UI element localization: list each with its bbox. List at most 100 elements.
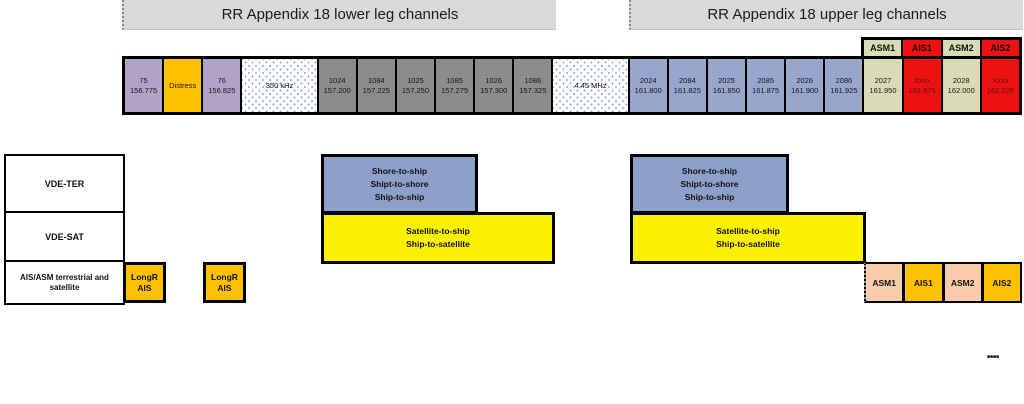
channel-number: 2026 xyxy=(796,76,814,85)
channel-number: 2085 xyxy=(757,76,774,85)
channel-frequency: 157.225 xyxy=(362,85,390,95)
channel-number: Xxxx xyxy=(913,76,931,85)
channel-distress: Distress xyxy=(164,59,202,112)
long-range-ais-box-1: LongR AIS xyxy=(123,262,166,303)
channel-number: 1086 xyxy=(524,76,542,85)
usage-asm2: ASM2 xyxy=(944,264,981,301)
usage-ais2: AIS2 xyxy=(983,264,1020,301)
channel-2086: 2086 161.925 xyxy=(825,59,863,112)
illegible-fine-print: ■■■■ xyxy=(987,354,1000,360)
channel-2085: 2085 161.875 xyxy=(747,59,785,112)
terrestrial-links-upper: Shore-to-ship Shipt-to-shore Ship-to-shi… xyxy=(630,154,789,214)
longr-line1: LongR xyxy=(131,271,158,282)
channel-number: 1025 xyxy=(407,76,424,85)
channel-frequency: 162.025 xyxy=(986,85,1014,95)
longr-line2: AIS xyxy=(137,282,152,293)
channel-number: 2025 xyxy=(718,76,735,85)
legend-ais-asm-label: AIS/ASM terrestrial and satellite xyxy=(20,272,109,292)
channel-number: 2024 xyxy=(639,76,657,85)
channel-number: Distress xyxy=(169,80,197,90)
header-ais2: AIS2 xyxy=(981,40,1019,56)
link-line: Satellite-to-ship xyxy=(716,226,780,236)
channel-frequency: 161.875 xyxy=(752,85,780,95)
channel-2027-asm1: 2027 161.950 xyxy=(864,59,902,112)
link-line: Shipt-to-shore xyxy=(680,178,739,189)
channel-2084: 2084 161.825 xyxy=(668,59,706,112)
channel-ais2: Xxxx 162.025 xyxy=(981,59,1019,112)
channel-frequency: 161.950 xyxy=(869,85,897,95)
channel-2026: 2026 161.900 xyxy=(786,59,824,112)
channel-number: 1026 xyxy=(485,76,503,85)
channel-number: 1084 xyxy=(367,76,385,85)
longr-line1: LongR xyxy=(211,271,238,282)
channel-number: 2028 xyxy=(952,76,970,85)
channel-frequency: 157.325 xyxy=(519,85,547,95)
channel-1026: 1026 157.300 xyxy=(475,59,513,112)
lower-leg-title-text: RR Appendix 18 lower leg channels xyxy=(221,6,459,23)
channel-frequency: 161.850 xyxy=(712,85,741,95)
channel-2025: 2025 161.850 xyxy=(707,59,746,112)
channel-1084: 1084 157.225 xyxy=(357,59,395,112)
legend-vde-ter-label: VDE-TER xyxy=(44,178,85,189)
asm-ais-usage-row: ASM1 AIS1 ASM2 AIS2 xyxy=(864,262,1022,303)
longr-line2: AIS xyxy=(217,282,232,293)
channel-number: Xxxx xyxy=(992,76,1009,85)
channel-frequency: 157.200 xyxy=(323,85,351,95)
link-line: Ship-to-ship xyxy=(374,191,425,202)
channel-frequency: 157.275 xyxy=(441,85,469,95)
channel-1085: 1085 157.275 xyxy=(436,59,474,112)
channel-number: 75 xyxy=(139,76,148,85)
header-asm2: ASM2 xyxy=(942,40,980,56)
channel-frequency: 162.000 xyxy=(947,85,975,95)
terrestrial-links-lower: Shore-to-ship Shipt-to-shore Ship-to-shi… xyxy=(321,154,478,214)
satellite-links-lower: Satellite-to-ship Ship-to-satellite xyxy=(321,212,555,264)
usage-asm1: ASM1 xyxy=(866,264,903,301)
link-line: Ship-to-satellite xyxy=(406,239,470,249)
channel-frequency: 157.250 xyxy=(401,85,430,95)
channel-75: 75 156.775 xyxy=(125,59,163,112)
link-line: Shore-to-ship xyxy=(371,165,428,176)
channel-number: 1024 xyxy=(328,76,346,85)
legend-vde-sat-label: VDE-SAT xyxy=(45,231,84,242)
row-legend: VDE-TER VDE-SAT AIS/ASM terrestrial and … xyxy=(4,154,125,305)
channel-number: 76 xyxy=(217,76,226,85)
channel-number: 2027 xyxy=(874,76,892,85)
legend-vde-ter: VDE-TER xyxy=(4,154,125,213)
header-asm1: ASM1 xyxy=(864,40,902,56)
upper-leg-title-text: RR Appendix 18 upper leg channels xyxy=(707,6,947,23)
guard-band-350khz: 350 kHz xyxy=(242,59,317,112)
legend-vde-sat: VDE-SAT xyxy=(4,211,125,262)
channel-frequency: 161.975 xyxy=(908,85,936,95)
channel-frequency: 161.800 xyxy=(634,85,662,95)
channel-number: 2086 xyxy=(835,76,853,85)
channel-2024: 2024 161.800 xyxy=(629,59,667,112)
channel-ais1: Xxxx 161.975 xyxy=(903,59,941,112)
channel-1025: 1025 157.250 xyxy=(396,59,435,112)
channel-number: 1085 xyxy=(446,76,463,85)
link-line: Ship-to-satellite xyxy=(716,239,780,249)
lower-leg-title: RR Appendix 18 lower leg channels xyxy=(122,0,556,30)
satellite-links-upper: Satellite-to-ship Ship-to-satellite xyxy=(630,212,866,264)
guard-band-445mhz: 4.45 MHz xyxy=(553,59,628,112)
channel-frequency: 161.900 xyxy=(791,85,819,95)
channel-number: 2084 xyxy=(679,76,696,85)
channel-strip: 75 156.775 Distress 76 156.825 350 kHz 1… xyxy=(122,56,1022,115)
channel-2028-asm2: 2028 162.000 xyxy=(942,59,980,112)
link-line: Shore-to-ship xyxy=(681,165,738,176)
channel-frequency: 161.925 xyxy=(830,85,858,95)
long-range-ais-box-2: LongR AIS xyxy=(203,262,246,303)
channel-frequency: 161.825 xyxy=(673,85,701,95)
link-line: Shipt-to-shore xyxy=(370,178,429,189)
guard-band-label: 350 kHz xyxy=(265,80,294,90)
header-ais1: AIS1 xyxy=(903,40,941,56)
link-line: Satellite-to-ship xyxy=(406,226,470,236)
channel-frequency: 157.300 xyxy=(480,85,508,95)
channel-1086: 1086 157.325 xyxy=(514,59,552,112)
usage-ais1: AIS1 xyxy=(905,264,942,301)
channel-76: 76 156.825 xyxy=(203,59,241,112)
channel-1024: 1024 157.200 xyxy=(318,59,356,112)
link-line: Ship-to-ship xyxy=(684,191,735,202)
channel-frequency: 156.825 xyxy=(208,85,236,95)
guard-band-label: 4.45 MHz xyxy=(574,80,607,90)
